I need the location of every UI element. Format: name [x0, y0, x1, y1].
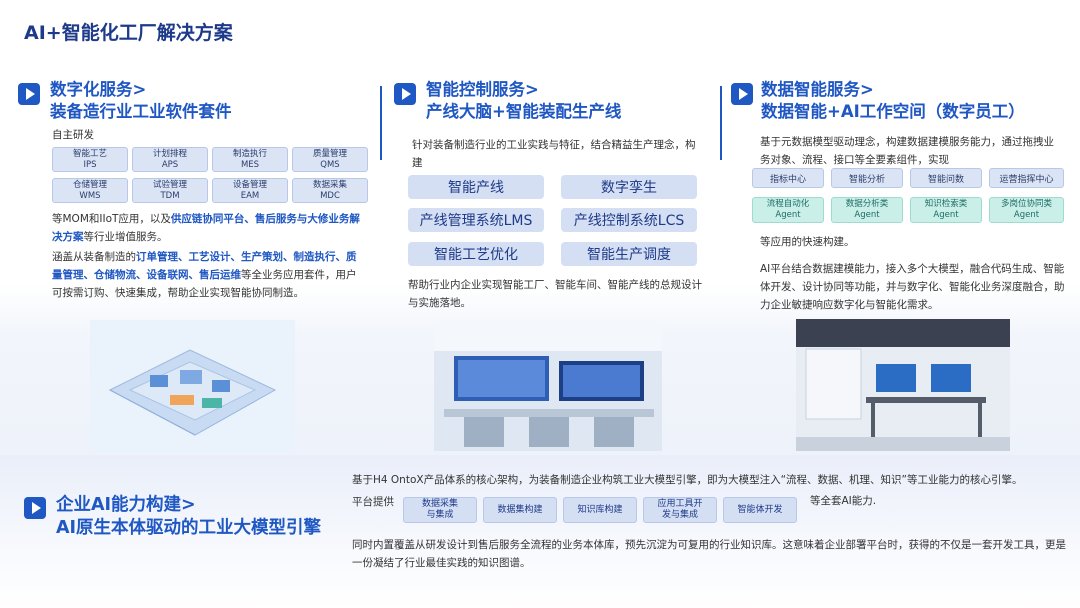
ai-capability-chip: 数据集构建: [483, 497, 557, 523]
data-chip-metrics: 指标中心: [752, 168, 824, 188]
control-room-image: [434, 321, 662, 451]
control-title-line2: 产线大脑+智能装配生产线: [426, 102, 622, 121]
control-title-line1: 智能控制服务>: [426, 80, 539, 99]
digital-title-line2: 装备造行业工业软件套件: [50, 102, 232, 121]
column-divider: [380, 86, 382, 160]
play-icon: [394, 83, 416, 105]
play-icon: [24, 497, 46, 519]
control-item-scheduling: 智能生产调度: [561, 242, 697, 266]
enterprise-ai-title-line1: 企业AI能力构建>: [56, 495, 196, 515]
ai-capability-chip: 智能体开发: [723, 497, 797, 523]
self-dev-label: 自主研发: [52, 129, 94, 141]
control-item-smart-line: 智能产线: [408, 175, 544, 199]
ai-capability-chip: 数据采集与集成: [403, 497, 477, 523]
play-icon: [18, 83, 40, 105]
bottom-section-background: [0, 455, 1080, 608]
digital-paragraph-1: 等MOM和IIoT应用，以及供应链协同平台、售后服务与大修业务解决方案等行业增值…: [52, 213, 360, 243]
lab-room-image: [796, 319, 1010, 451]
data-ai-title-line2: 数据智能+AI工作空间（数字员工）: [761, 102, 1025, 121]
data-ai-platform: AI平台结合数据建模能力，接入多个大模型，融合代码生成、智能体开发、设计协同等功…: [760, 263, 1065, 311]
enterprise-ai-title-line2: AI原生本体驱动的工业大模型引擎: [56, 518, 322, 538]
data-ai-title-line1: 数据智能服务>: [761, 80, 874, 99]
column-divider: [720, 86, 722, 160]
provide-label: 平台提供: [352, 496, 394, 508]
control-item-lms: 产线管理系统LMS: [408, 208, 544, 232]
data-chip-query: 智能问数: [910, 168, 982, 188]
control-item-lcs: 产线控制系统LCS: [561, 208, 697, 232]
data-chip-ops: 运营指挥中心: [989, 168, 1064, 188]
factory-isometric-image: [90, 320, 295, 452]
enterprise-ai-paragraph-1: 基于H4 OntoX产品体系的核心架构，为装备制造企业构筑工业大模型引擎，即为大…: [352, 474, 1023, 486]
control-item-digital-twin: 数字孪生: [561, 175, 697, 199]
control-outro: 帮助行业内企业实现智能工厂、智能车间、智能产线的总规设计与实施落地。: [408, 279, 702, 309]
enterprise-ai-paragraph-2: 同时内置覆盖从研发设计到售后服务全流程的业务本体库，预先沉淀为可复用的行业知识库…: [352, 539, 1066, 569]
ai-capability-chip: 应用工具开发与集成: [643, 497, 717, 523]
play-icon: [731, 83, 753, 105]
control-item-process-opt: 智能工艺优化: [408, 242, 544, 266]
capability-suffix: 等全套AI能力.: [810, 495, 877, 507]
data-ai-intro: 基于元数据模型驱动理念，构建数据建模服务能力，通过拖拽业务对象、流程、接口等全要…: [760, 136, 1054, 166]
data-ai-after: 等应用的快速构建。: [760, 236, 855, 248]
digital-title-line1: 数字化服务>: [50, 80, 147, 99]
digital-paragraph-2: 涵盖从装备制造的订单管理、工艺设计、生产策划、制造执行、质量管理、仓储物流、设备…: [52, 251, 357, 299]
ai-capability-chip: 知识库构建: [563, 497, 637, 523]
data-chip-analysis: 智能分析: [831, 168, 903, 188]
page-title: AI+智能化工厂解决方案: [24, 22, 233, 44]
control-intro: 针对装备制造行业的工业实践与特征，结合精益生产理念，构建: [412, 139, 696, 169]
